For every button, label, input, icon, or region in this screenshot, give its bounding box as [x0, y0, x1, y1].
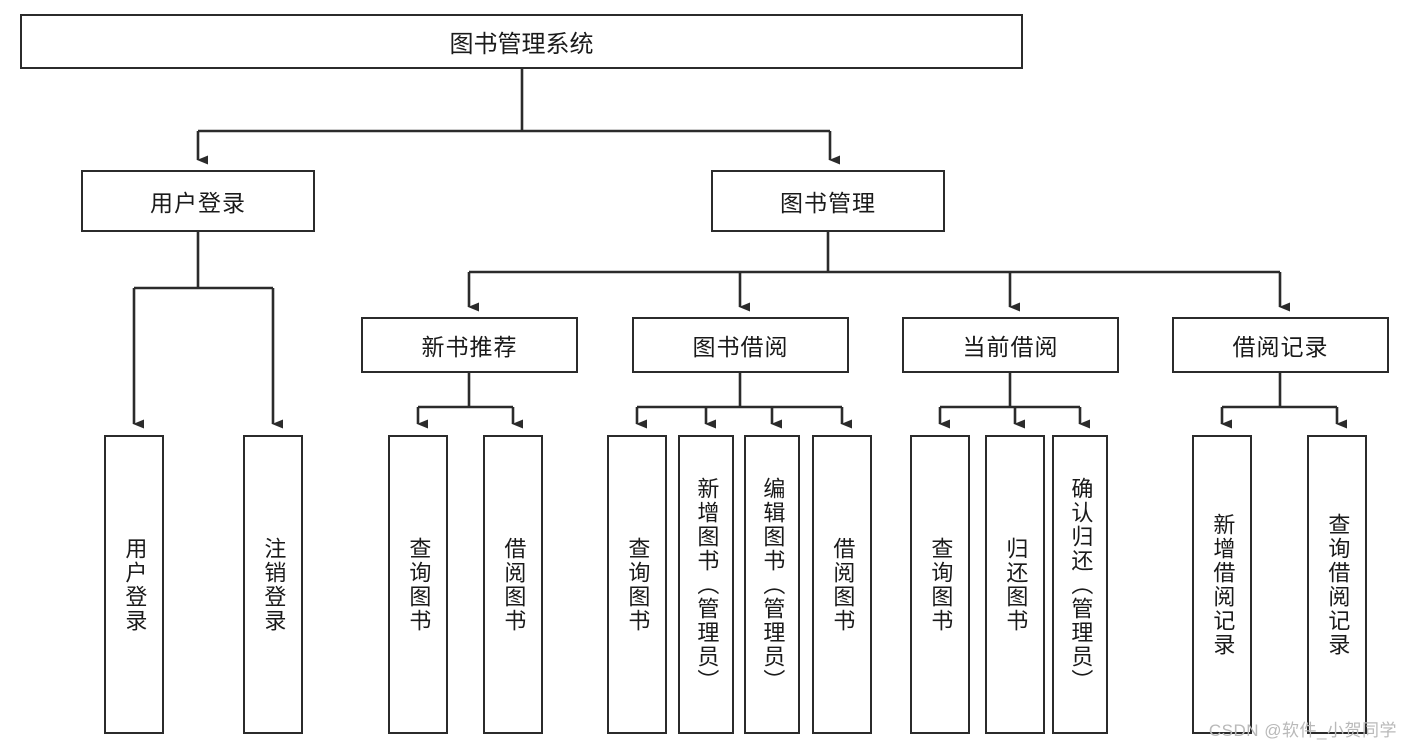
node-leaf-add-book-admin-label: 新增图书（管理员） — [694, 476, 720, 693]
node-leaf-borrow-book-bor[interactable]: 借阅图书 — [812, 435, 872, 734]
node-leaf-borrow-book-rec[interactable]: 借阅图书 — [483, 435, 543, 734]
node-root-label: 图书管理系统 — [449, 31, 594, 58]
node-new-book-rec[interactable]: 新书推荐 — [361, 317, 578, 373]
node-borrow-record[interactable]: 借阅记录 — [1172, 317, 1389, 373]
node-user-login[interactable]: 用户登录 — [81, 170, 315, 232]
node-leaf-query-book-rec[interactable]: 查询图书 — [388, 435, 448, 734]
node-leaf-add-record-label: 新增借阅记录 — [1210, 512, 1236, 657]
node-leaf-query-record-label: 查询借阅记录 — [1325, 512, 1351, 657]
node-leaf-query-book-cur[interactable]: 查询图书 — [910, 435, 970, 734]
node-leaf-edit-book-admin[interactable]: 编辑图书（管理员） — [744, 435, 800, 734]
node-root[interactable]: 图书管理系统 — [20, 14, 1023, 69]
node-leaf-user-login[interactable]: 用户登录 — [104, 435, 164, 734]
node-current-borrow-label: 当前借阅 — [962, 334, 1059, 360]
node-leaf-borrow-book-bor-label: 借阅图书 — [830, 536, 856, 633]
node-book-manage[interactable]: 图书管理 — [711, 170, 945, 232]
node-leaf-add-record[interactable]: 新增借阅记录 — [1192, 435, 1252, 734]
node-current-borrow[interactable]: 当前借阅 — [902, 317, 1119, 373]
node-leaf-edit-book-admin-label: 编辑图书（管理员） — [760, 476, 786, 693]
node-user-login-label: 用户登录 — [150, 190, 246, 216]
watermark-text: CSDN @软件_小贺同学 — [1208, 721, 1397, 740]
node-leaf-query-book-bor-label: 查询图书 — [625, 536, 651, 633]
node-leaf-confirm-return-admin[interactable]: 确认归还（管理员） — [1052, 435, 1108, 734]
node-leaf-add-book-admin[interactable]: 新增图书（管理员） — [678, 435, 734, 734]
node-leaf-query-book-cur-label: 查询图书 — [928, 536, 954, 633]
node-book-manage-label: 图书管理 — [780, 190, 876, 216]
node-leaf-query-book-rec-label: 查询图书 — [406, 536, 432, 633]
node-new-book-rec-label: 新书推荐 — [421, 334, 518, 360]
node-book-borrow-label: 图书借阅 — [692, 334, 789, 360]
node-borrow-record-label: 借阅记录 — [1232, 334, 1329, 360]
node-leaf-return-book-label: 归还图书 — [1003, 536, 1029, 633]
node-leaf-return-book[interactable]: 归还图书 — [985, 435, 1045, 734]
node-leaf-confirm-return-admin-label: 确认归还（管理员） — [1068, 476, 1094, 693]
node-book-borrow[interactable]: 图书借阅 — [632, 317, 849, 373]
node-leaf-user-logout-label: 注销登录 — [261, 536, 287, 633]
node-leaf-user-logout[interactable]: 注销登录 — [243, 435, 303, 734]
node-leaf-query-book-bor[interactable]: 查询图书 — [607, 435, 667, 734]
node-leaf-borrow-book-rec-label: 借阅图书 — [501, 536, 527, 633]
node-leaf-user-login-label: 用户登录 — [122, 536, 148, 633]
node-leaf-query-record[interactable]: 查询借阅记录 — [1307, 435, 1367, 734]
